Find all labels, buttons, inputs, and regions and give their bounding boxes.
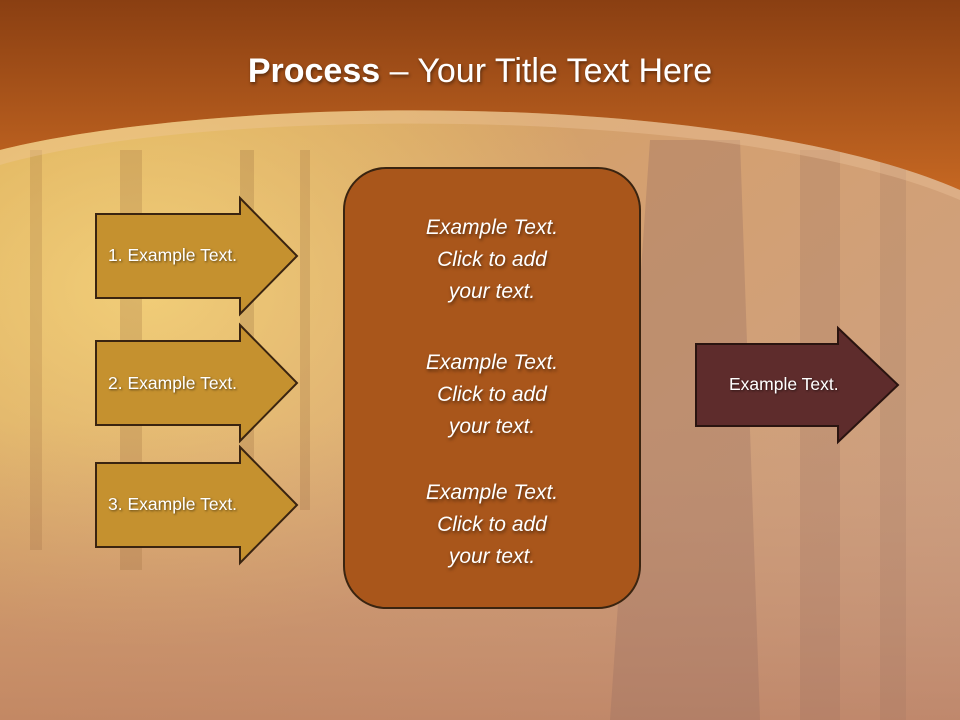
process-text-line: Example Text. (425, 216, 559, 239)
process-box[interactable] (343, 167, 641, 609)
title-banner (0, 0, 960, 200)
process-text-block-3: Example Text. Click to add your text. (345, 477, 639, 573)
slide-title[interactable]: Process – Your Title Text Here (0, 52, 960, 91)
title-bold: Process (247, 52, 381, 90)
process-text-line: Click to add (437, 248, 547, 271)
process-text-line: Click to add (437, 383, 547, 406)
output-arrow[interactable] (695, 325, 900, 445)
title-dash: – (380, 52, 418, 90)
input-arrow-2[interactable] (95, 322, 299, 444)
process-text-line: your text. (448, 545, 536, 568)
output-arrow-label: Example Text. (729, 374, 839, 394)
input-arrow-1[interactable] (95, 195, 299, 317)
process-text-line: your text. (448, 280, 536, 303)
input-arrow-2-label: 2. Example Text. (108, 373, 238, 393)
input-arrow-3-label: 3. Example Text. (108, 494, 238, 514)
process-text-line: Example Text. (425, 481, 559, 504)
process-text-block-2: Example Text. Click to add your text. (345, 347, 639, 443)
input-arrow-3[interactable] (95, 444, 299, 566)
input-arrow-1-label: 1. Example Text. (108, 245, 238, 265)
process-text-line: Example Text. (425, 351, 559, 374)
title-rest: Your Title Text Here (417, 52, 713, 90)
process-text-line: your text. (448, 415, 536, 438)
process-text-block-1: Example Text. Click to add your text. (345, 212, 639, 308)
process-text-line: Click to add (437, 513, 547, 536)
